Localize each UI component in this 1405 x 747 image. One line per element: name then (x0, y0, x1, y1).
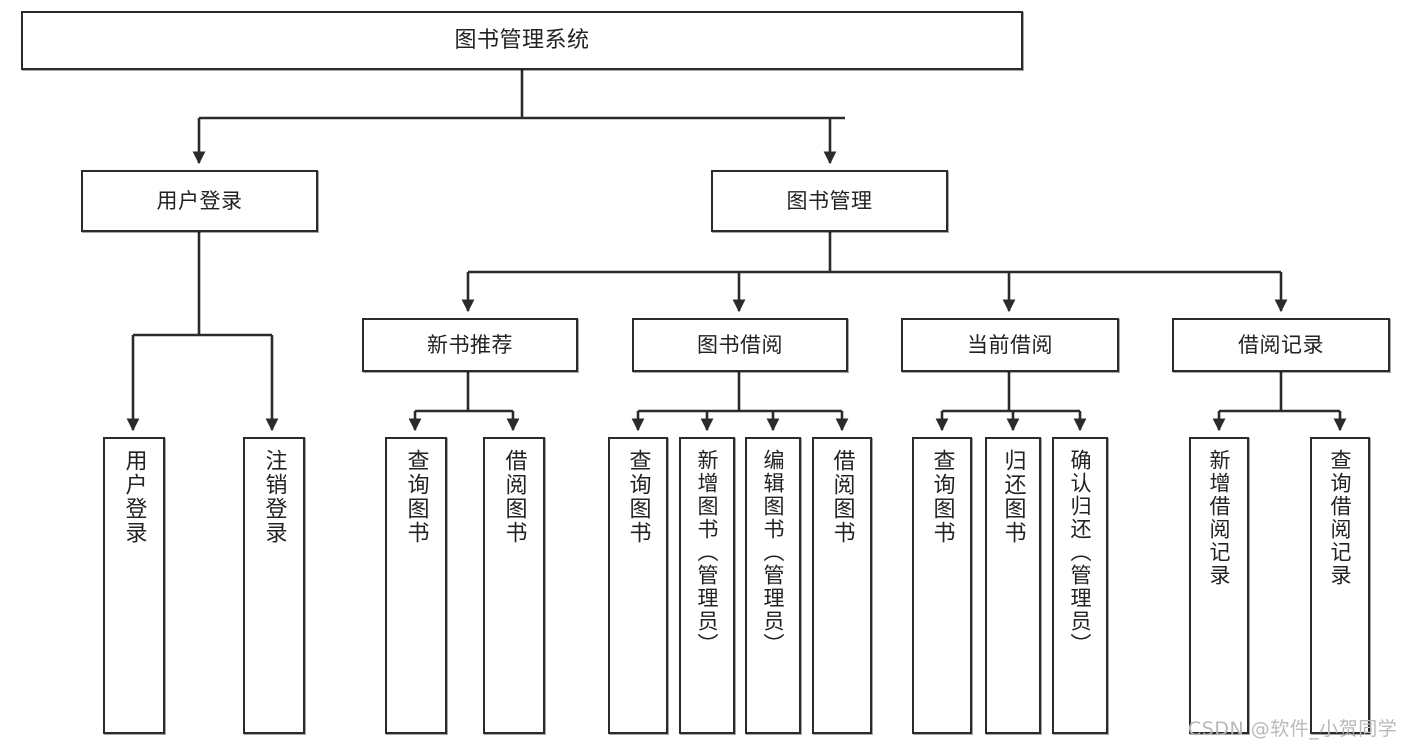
node-level2-3-label: 借阅记录 (1238, 332, 1324, 357)
node-leaf-10[interactable]: 确认归还（管理员） (1052, 437, 1108, 734)
node-leaf-5-label: 新增图书（管理员） (695, 449, 720, 656)
node-leaf-9[interactable]: 归还图书 (985, 437, 1041, 734)
node-level2-0[interactable]: 新书推荐 (362, 318, 578, 372)
node-leaf-11[interactable]: 新增借阅记录 (1189, 437, 1249, 734)
node-leaf-4-label: 查询图书 (625, 449, 651, 545)
node-level2-2[interactable]: 当前借阅 (901, 318, 1119, 372)
csdn-watermark: CSDN @软件_小贺同学 (1188, 718, 1398, 740)
node-leaf-7-label: 借阅图书 (829, 449, 855, 545)
node-root[interactable]: 图书管理系统 (21, 11, 1023, 70)
node-leaf-8[interactable]: 查询图书 (912, 437, 972, 734)
node-leaf-3-label: 借阅图书 (501, 449, 527, 545)
node-level1-1[interactable]: 图书管理 (711, 170, 948, 232)
node-leaf-3[interactable]: 借阅图书 (483, 437, 545, 734)
node-leaf-7[interactable]: 借阅图书 (812, 437, 872, 734)
node-leaf-6[interactable]: 编辑图书（管理员） (745, 437, 801, 734)
node-level2-1-label: 图书借阅 (697, 332, 783, 357)
node-leaf-10-label: 确认归还（管理员） (1068, 449, 1093, 656)
node-leaf-2[interactable]: 查询图书 (385, 437, 447, 734)
node-leaf-9-label: 归还图书 (1000, 449, 1026, 545)
node-level1-0[interactable]: 用户登录 (81, 170, 318, 232)
node-level2-2-label: 当前借阅 (967, 332, 1053, 357)
node-level2-1[interactable]: 图书借阅 (632, 318, 848, 372)
node-leaf-1[interactable]: 注销登录 (243, 437, 305, 734)
node-leaf-2-label: 查询图书 (403, 449, 429, 545)
node-level2-3[interactable]: 借阅记录 (1172, 318, 1390, 372)
node-leaf-4[interactable]: 查询图书 (608, 437, 668, 734)
node-leaf-8-label: 查询图书 (929, 449, 955, 545)
node-leaf-12[interactable]: 查询借阅记录 (1310, 437, 1370, 734)
node-leaf-0[interactable]: 用户登录 (103, 437, 165, 734)
node-leaf-6-label: 编辑图书（管理员） (761, 449, 786, 656)
node-level1-1-label: 图书管理 (786, 188, 873, 213)
node-leaf-11-label: 新增借阅记录 (1207, 449, 1232, 587)
node-level1-0-label: 用户登录 (156, 188, 243, 213)
node-leaf-0-label: 用户登录 (121, 449, 147, 545)
node-leaf-5[interactable]: 新增图书（管理员） (679, 437, 735, 734)
node-leaf-1-label: 注销登录 (261, 449, 287, 545)
node-root-label: 图书管理系统 (454, 27, 590, 53)
node-level2-0-label: 新书推荐 (427, 332, 513, 357)
node-leaf-12-label: 查询借阅记录 (1328, 449, 1353, 587)
